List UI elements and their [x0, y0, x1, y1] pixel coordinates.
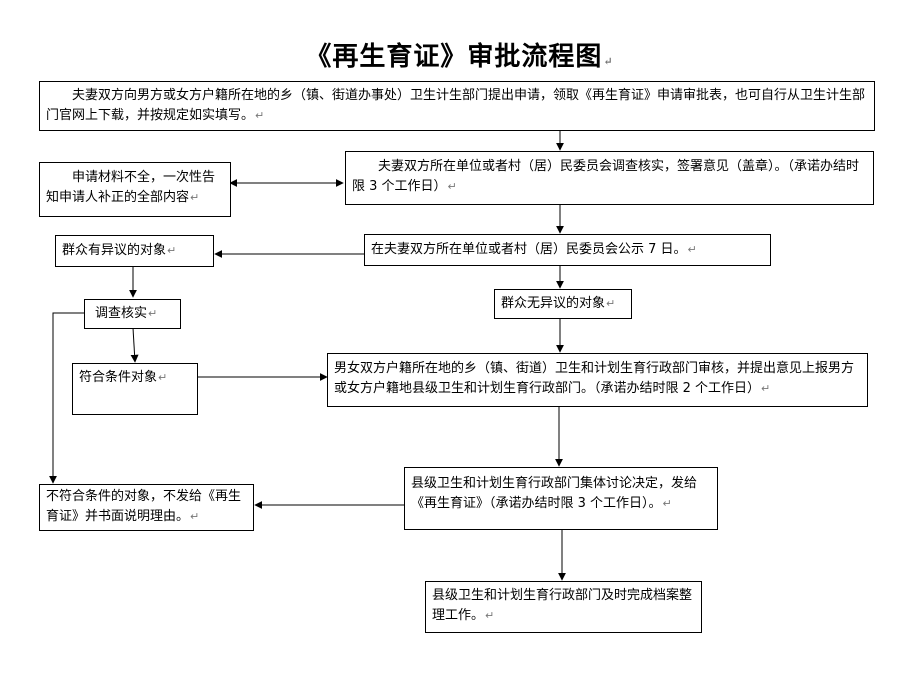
archive-box: 县级卫生和计划生育行政部门及时完成档案整理工作。↵	[425, 581, 702, 633]
apply-step-box: 夫妻双方向男方或女方户籍所在地的乡（镇、街道办事处）卫生计生部门提出申请，领取《…	[39, 81, 875, 131]
incomplete-materials-box: 申请材料不全，一次性告知申请人补正的全部内容↵	[39, 162, 231, 217]
objection-box: 群众有异议的对象↵	[55, 235, 214, 267]
qualified-box: 符合条件对象↵	[72, 363, 198, 415]
arrow-investigate-to-qualified	[130, 327, 139, 363]
publicize-box: 在夫妻双方所在单位或者村（居）民委员会公示 7 日。↵	[364, 234, 771, 266]
arrow-investigate-to-not-qualified	[49, 312, 84, 484]
township-review-box: 男女双方户籍所在地的乡（镇、街道）卫生和计划生育行政部门审核，并提出意见上报男方…	[327, 353, 868, 407]
page-title: 《再生育证》审批流程图↵	[305, 42, 614, 72]
no-objection-box: 群众无异议的对象↵	[494, 289, 632, 319]
verify-sign-box: 夫妻双方所在单位或者村（居）民委员会调查核实，签署意见（盖章）。（承诺办结时限 …	[345, 151, 874, 205]
investigate-box: 调查核实↵	[84, 299, 181, 329]
county-decision-box: 县级卫生和计划生育行政部门集体讨论决定，发给《再生育证》（承诺办结时限 3 个工…	[404, 467, 718, 530]
not-qualified-box: 不符合条件的对象，不发给《再生育证》并书面说明理由。↵	[39, 484, 254, 531]
